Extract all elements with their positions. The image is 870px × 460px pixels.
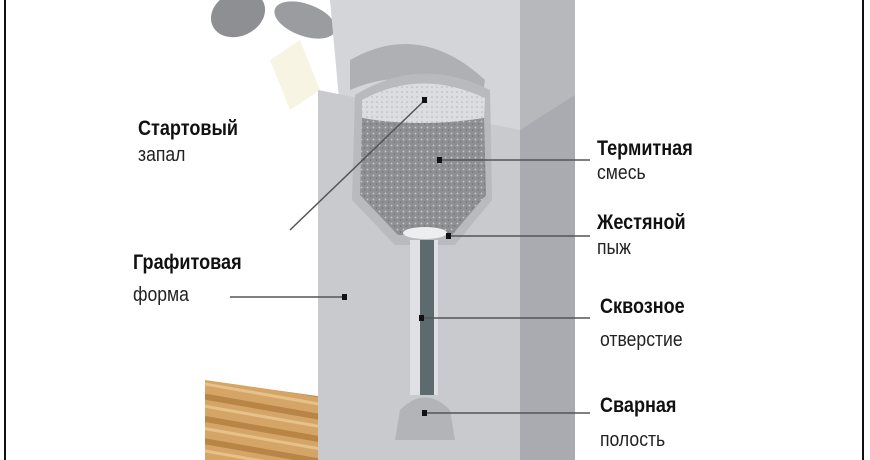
label-thermite-title: Термитная (597, 137, 693, 160)
weld-cavity (395, 397, 455, 440)
label-cavity-sub: полость (600, 429, 666, 451)
label-starter-title: Стартовый (138, 117, 239, 140)
thermite-mix (360, 118, 486, 235)
tin-plug (403, 227, 447, 239)
label-tinplug-sub: пыж (597, 237, 631, 259)
leader-lines (230, 99, 590, 414)
starter-powder (362, 83, 485, 124)
label-hole-title: Сквозное (600, 295, 685, 318)
label-starter-sub: запал (138, 144, 186, 166)
label-hole-sub: отверстие (600, 329, 683, 351)
label-mold-sub: форма (133, 284, 189, 306)
mold-side (520, 95, 575, 460)
label-mold-title: Графитовая (133, 251, 242, 274)
label-thermite-sub: смесь (597, 162, 646, 184)
label-cavity-title: Сварная (600, 394, 677, 417)
igniter-handle (210, 0, 266, 38)
label-tinplug-title: Жестяной (597, 211, 686, 234)
frame-border (4, 0, 864, 460)
